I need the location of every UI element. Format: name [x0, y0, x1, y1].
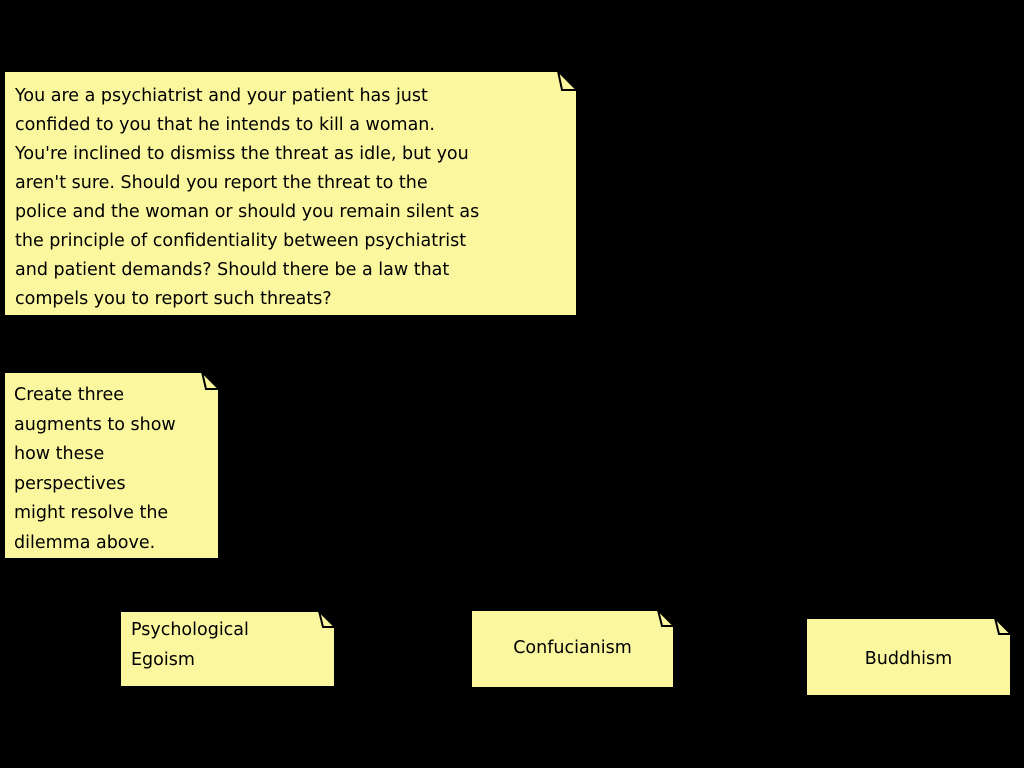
confucianism-note-text: Confucianism — [513, 638, 632, 658]
note-body-shape — [470, 609, 675, 689]
sticky-note-shape — [119, 610, 336, 688]
note-body-shape — [805, 617, 1012, 697]
dilemma-note[interactable]: You are a psychiatrist and your patient … — [3, 70, 578, 317]
sticky-note-shape — [470, 609, 675, 689]
folded-corner-icon — [317, 610, 336, 628]
dilemma-note-text: You are a psychiatrist and your patient … — [15, 86, 480, 309]
note-body-shape — [3, 70, 578, 317]
confucianism-note[interactable]: Confucianism — [470, 609, 675, 689]
instruction-note-text: Create three augments to show how these … — [14, 385, 176, 553]
folded-corner-icon — [200, 371, 220, 390]
folded-corner-icon — [556, 70, 578, 91]
buddhism-note-text: Buddhism — [864, 649, 953, 669]
buddhism-note[interactable]: Buddhism — [805, 617, 1012, 697]
instruction-note[interactable]: Create three augments to show how these … — [3, 371, 220, 560]
sticky-note-shape — [3, 70, 578, 317]
psychological-egoism-note[interactable]: Psychological Egoism — [119, 610, 336, 688]
folded-corner-icon — [993, 617, 1012, 635]
note-body-shape — [119, 610, 336, 688]
folded-corner-icon — [656, 609, 675, 627]
note-body-shape — [3, 371, 220, 560]
sticky-note-shape — [3, 371, 220, 560]
psychological-egoism-note-text: Psychological Egoism — [131, 620, 249, 670]
sticky-note-shape — [805, 617, 1012, 697]
